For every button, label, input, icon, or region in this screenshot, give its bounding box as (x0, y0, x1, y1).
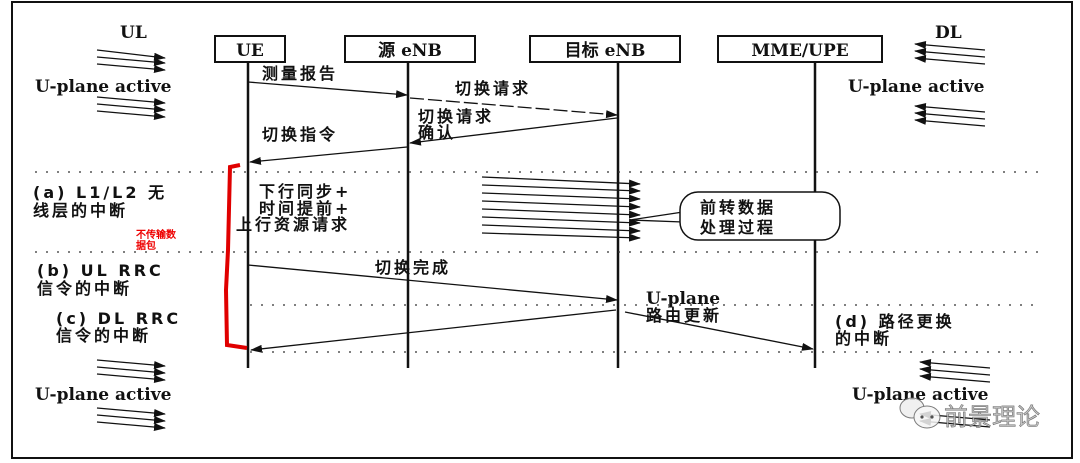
wechat-icon (920, 415, 924, 419)
forwarding-bubble: 前转数据 处理过程 (629, 191, 841, 241)
phase-d-line2: 的中断 (835, 329, 892, 348)
phase-c-line2: 信令的中断 (56, 326, 151, 345)
phase-c-line1: (c) DL RRC (56, 309, 181, 328)
interruption-bracket (223, 163, 248, 350)
uplane-active-dl-bottom: U-plane active (852, 385, 989, 405)
svg-text:目标 eNB: 目标 eNB (565, 40, 646, 61)
svg-text:前景理论: 前景理论 (944, 403, 1040, 431)
diagram-frame (11, 1, 1073, 459)
arrow-handover-request-ack (409, 117, 618, 146)
dl-label: DL (935, 23, 962, 43)
label-sync-2: 时间提前+ (259, 199, 351, 218)
label-handover-command: 切换指令 (262, 125, 338, 144)
label-uplane-update-1: U-plane (646, 289, 720, 309)
arrow-uplane-update (624, 311, 814, 351)
uplane-active-dl-top: U-plane active (848, 77, 985, 97)
annotation-line2: 据包 (136, 239, 156, 252)
ul-label: UL (120, 23, 147, 43)
svg-text:UE: UE (236, 41, 264, 61)
arrow-handover-request (409, 97, 618, 119)
label-handover-ack-1: 切换请求 (418, 107, 494, 126)
arrow-measurement-report (247, 81, 408, 99)
phase-b-line1: (b) UL RRC (37, 261, 164, 280)
label-handover-complete: 切换完成 (375, 258, 451, 277)
data-forwarding-arrows (481, 176, 641, 242)
ul-data-arrows (96, 49, 166, 432)
dl-data-arrows (914, 40, 991, 428)
label-measurement-report: 测量报告 (262, 64, 338, 83)
annotation-line1: 不传输数 (136, 228, 177, 241)
arrow-handover-complete (247, 264, 618, 303)
phase-d-line1: (d) 路径更换 (835, 312, 955, 331)
arrow-dl-rrc (250, 309, 617, 353)
phase-b-line2: 信令的中断 (37, 279, 132, 298)
label-sync-3: 上行资源请求 (236, 215, 350, 234)
phase-a-line2: 线层的中断 (33, 201, 128, 220)
uplane-active-ul-bottom: U-plane active (35, 385, 172, 405)
uplane-active-ul-top: U-plane active (35, 77, 172, 97)
svg-text:处理过程: 处理过程 (699, 218, 776, 237)
label-uplane-update-2: 路由更新 (646, 306, 722, 325)
arrow-handover-command (249, 146, 408, 165)
entity-mme-upe: MME/UPE (717, 35, 883, 63)
watermark: 前景理论 (899, 397, 1040, 431)
svg-text:前转数据: 前转数据 (700, 198, 776, 217)
label-handover-ack-2: 确认 (418, 123, 456, 142)
phase-a-line1: (a) L1/L2 无 (33, 183, 167, 202)
svg-text:源 eNB: 源 eNB (378, 40, 442, 61)
entity-source-enb: 源 eNB (344, 35, 476, 63)
entity-target-enb: 目标 eNB (529, 35, 681, 63)
svg-text:MME/UPE: MME/UPE (751, 41, 848, 61)
label-handover-request: 切换请求 (455, 79, 531, 98)
entity-ue: UE (214, 35, 286, 63)
label-sync-1: 下行同步+ (259, 182, 351, 201)
